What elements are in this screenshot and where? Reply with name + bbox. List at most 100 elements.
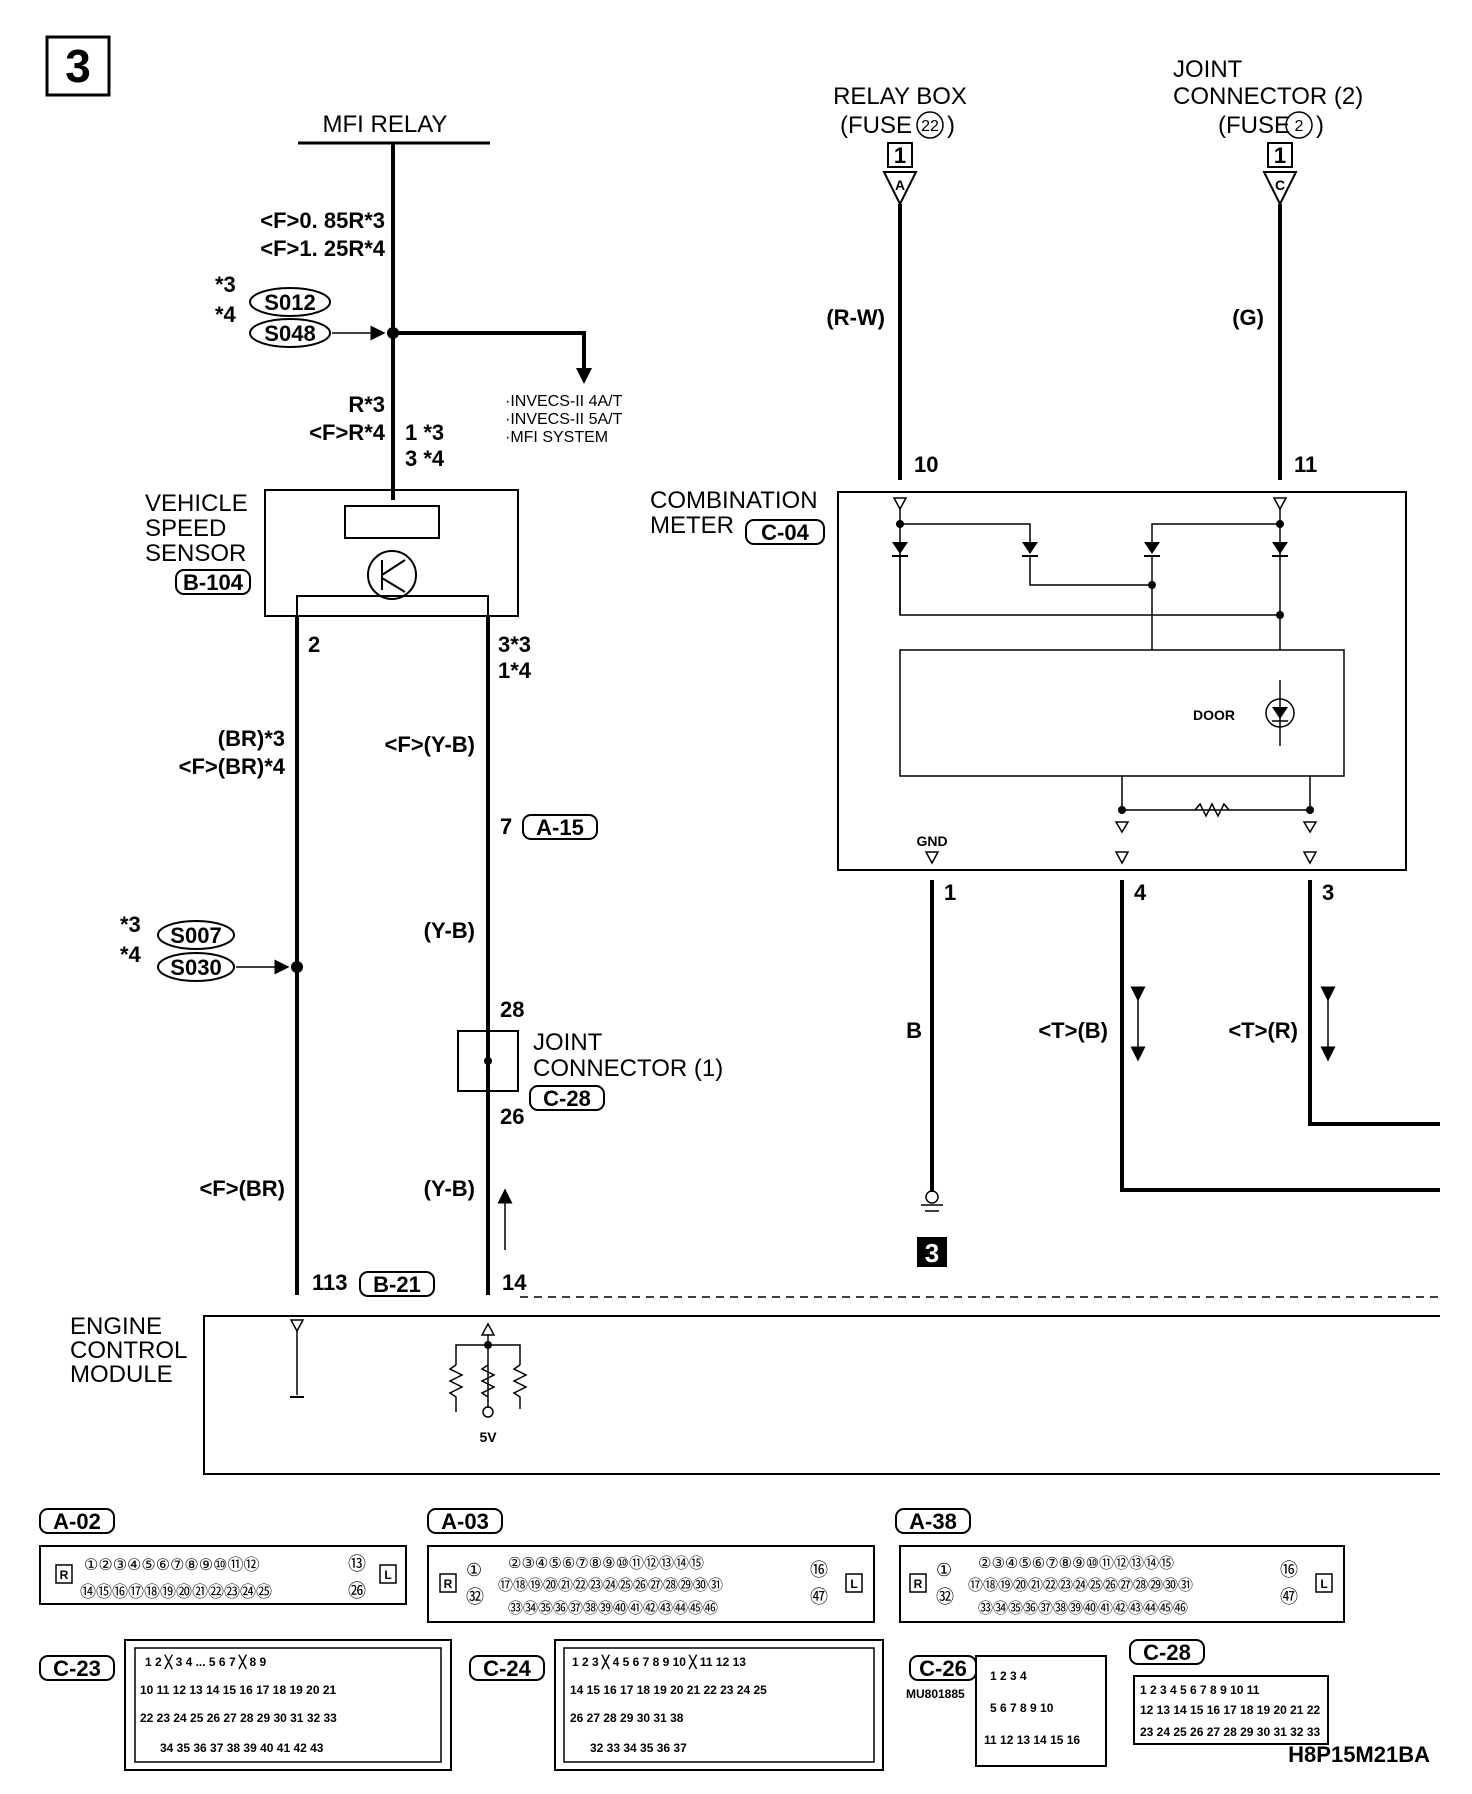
meter-pin-3: 3 xyxy=(1322,880,1334,905)
svg-text:22 23 24 25 26 27 28 29 30 31: 22 23 24 25 26 27 28 29 30 31 32 33 xyxy=(140,1711,337,1725)
ecm-connector: B-21 xyxy=(373,1272,421,1297)
meter-wire-3: <T>(R) xyxy=(1228,1018,1298,1043)
door-label: DOOR xyxy=(1193,707,1235,723)
svg-text:A-02: A-02 xyxy=(53,1509,101,1534)
splice-s048 xyxy=(249,318,331,348)
svg-text:⑰⑱⑲⑳㉑㉒㉓㉔㉕㉖㉗㉘㉙㉚㉛: ⑰⑱⑲⑳㉑㉒㉓㉔㉕㉖㉗㉘㉙㉚㉛ xyxy=(968,1577,1193,1594)
svg-text:②③④⑤⑥⑦⑧⑨⑩⑪⑫⑬⑭⑮: ②③④⑤⑥⑦⑧⑨⑩⑪⑫⑬⑭⑮ xyxy=(508,1555,704,1572)
ecm-line3: MODULE xyxy=(70,1361,173,1388)
connector-c23: C-23 1 2 ╳ 3 4 ... 5 6 7 ╳ 8 9 10 11 12 … xyxy=(39,1639,452,1771)
relay-box-line2-end: ) xyxy=(947,112,955,139)
svg-text:C-23: C-23 xyxy=(53,1656,101,1681)
svg-text:A-03: A-03 xyxy=(441,1509,489,1534)
svg-text:㊼: ㊼ xyxy=(1280,1587,1298,1607)
gnd-label: GND xyxy=(916,833,947,849)
relay-box-pin: 10 xyxy=(914,452,938,477)
vss-pin-left: 2 xyxy=(308,632,320,657)
svg-text:⑰⑱⑲⑳㉑㉒㉓㉔㉕㉖㉗㉘㉙㉚㉛: ⑰⑱⑲⑳㉑㉒㉓㉔㉕㉖㉗㉘㉙㉚㉛ xyxy=(498,1577,723,1594)
svg-text:㉜: ㉜ xyxy=(936,1587,954,1607)
vss-line2: SPEED xyxy=(145,515,226,542)
svg-text:①: ① xyxy=(466,1560,482,1580)
svg-text:32 33 34 35 36 37: 32 33 34 35 36 37 xyxy=(590,1741,687,1755)
mfi-wire-label-c: R*3 xyxy=(348,392,385,417)
jc1-line2: CONNECTOR (1) xyxy=(533,1055,723,1082)
svg-text:②③④⑤⑥⑦⑧⑨⑩⑪⑫⑬⑭⑮: ②③④⑤⑥⑦⑧⑨⑩⑪⑫⑬⑭⑮ xyxy=(978,1555,1174,1572)
svg-text:L: L xyxy=(850,1577,857,1591)
relay-box-letter: A xyxy=(895,177,905,193)
svg-text:①②③④⑤⑥⑦⑧⑨⑩⑪⑫: ①②③④⑤⑥⑦⑧⑨⑩⑪⑫ xyxy=(84,1556,259,1574)
relay-box-wire: (R-W) xyxy=(826,305,885,330)
connector-a38: A-38 R ① ㉜ ②③④⑤⑥⑦⑧⑨⑩⑪⑫⑬⑭⑮ ⑰⑱⑲⑳㉑㉒㉓㉔㉕㉖㉗㉘㉙㉚… xyxy=(895,1508,1345,1623)
svg-text:㉜: ㉜ xyxy=(466,1587,484,1607)
ecm-wire-right: (Y-B) xyxy=(424,1176,475,1201)
splice-note-s012: *3 xyxy=(215,272,236,297)
svg-text:12 13 14 15 16 17 18 19 20 21: 12 13 14 15 16 17 18 19 20 21 22 xyxy=(1140,1703,1320,1717)
vss-line3: SENSOR xyxy=(145,540,246,567)
connector-a03: A-03 R ① ㉜ ②③④⑤⑥⑦⑧⑨⑩⑪⑫⑬⑭⑮ ⑰⑱⑲⑳㉑㉒㉓㉔㉕㉖㉗㉘㉙㉚… xyxy=(427,1508,875,1623)
relay-box-fuse-num: 22 xyxy=(921,118,939,135)
inline-pin-7: 7 xyxy=(500,814,512,839)
svg-text:5 6 7 8 9 10: 5 6 7 8 9 10 xyxy=(990,1701,1054,1715)
jc1-connector: C-28 xyxy=(543,1086,591,1111)
ecm-pin-left: 113 xyxy=(312,1270,348,1295)
svg-text:R: R xyxy=(60,1568,69,1582)
ground-ref-box xyxy=(917,1237,947,1267)
svg-text:26 27 28 29 30 31 38: 26 27 28 29 30 31 38 xyxy=(570,1711,684,1725)
meter-line1: COMBINATION xyxy=(650,487,818,514)
figure-code: H8P15M21BA xyxy=(1288,1742,1430,1767)
jc1-pin-bottom: 26 xyxy=(500,1104,524,1129)
jc2-num: 1 xyxy=(1274,143,1286,168)
svg-text:⑯: ⑯ xyxy=(1280,1560,1298,1580)
svg-text:㉝㉞㉟㊱㊲㊳㊴㊵㊶㊷㊸㊹㊺㊻: ㉝㉞㉟㊱㊲㊳㊴㊵㊶㊷㊸㊹㊺㊻ xyxy=(978,1600,1188,1617)
page-number: 3 xyxy=(65,40,91,92)
svg-text:MU801885: MU801885 xyxy=(906,1687,965,1701)
vss-connector: B-104 xyxy=(183,570,244,595)
jc2-fuse-num: 2 xyxy=(1295,118,1304,135)
meter-wire-4: <T>(B) xyxy=(1038,1018,1108,1043)
mfi-wire-label-d: <F>R*4 xyxy=(309,420,386,445)
vss-line1: VEHICLE xyxy=(145,490,248,517)
svg-text:11 12 13 14 15 16: 11 12 13 14 15 16 xyxy=(984,1733,1080,1747)
connector-c26: C-26 MU801885 1 2 3 4 5 6 7 8 9 10 11 12… xyxy=(906,1655,1107,1767)
jc1-pin-top: 28 xyxy=(500,997,524,1022)
svg-text:⑭⑮⑯⑰⑱⑲⑳㉑㉒㉓㉔㉕: ⑭⑮⑯⑰⑱⑲⑳㉑㉒㉓㉔㉕ xyxy=(80,1583,272,1601)
splice-s048-label: S048 xyxy=(264,321,315,346)
splice-s007-label: S007 xyxy=(170,923,221,948)
svg-text:10 11 12 13 14 15 16 17 18 19: 10 11 12 13 14 15 16 17 18 19 20 21 xyxy=(140,1683,337,1697)
ecm-line1: ENGINE xyxy=(70,1313,162,1340)
svg-text:A-38: A-38 xyxy=(909,1509,957,1534)
svg-text:L: L xyxy=(1320,1577,1327,1591)
splice-note-s030: *4 xyxy=(120,942,142,967)
vss-pin-a: 1 *3 xyxy=(405,420,444,445)
page-number-box xyxy=(45,35,111,97)
svg-text:1 2 3 4 5 6 7 8 9 10 11: 1 2 3 4 5 6 7 8 9 10 11 xyxy=(1140,1683,1260,1697)
svg-text:C-28: C-28 xyxy=(1143,1640,1191,1665)
jc2-line1: JOINT xyxy=(1173,56,1243,83)
ground-ref: 3 xyxy=(925,1238,939,1268)
meter-wire-gnd: B xyxy=(906,1018,922,1043)
ecm-box xyxy=(203,1315,1440,1475)
svg-text:㉝㉞㉟㊱㊲㊳㊴㊵㊶㊷㊸㊹㊺㊻: ㉝㉞㉟㊱㊲㊳㊴㊵㊶㊷㊸㊹㊺㊻ xyxy=(508,1600,718,1617)
svg-text:①: ① xyxy=(936,1560,952,1580)
vss-pin-right-a: 3*3 xyxy=(498,632,531,657)
relay-box-line2: (FUSE xyxy=(840,112,912,139)
transistor-icon xyxy=(367,550,417,600)
splice-s030 xyxy=(157,952,235,982)
jc2-line2: CONNECTOR (2) xyxy=(1173,83,1363,110)
branch-invecs-4at: ·INVECS-II 4A/T xyxy=(505,393,623,410)
mfi-wire-label-a: <F>0. 85R*3 xyxy=(260,208,385,233)
svg-text:C-26: C-26 xyxy=(919,1656,967,1681)
svg-text:⑬: ⑬ xyxy=(348,1554,366,1574)
splice-note-s048: *4 xyxy=(215,302,237,327)
meter-box xyxy=(837,491,1407,871)
ecm-pin-right: 14 xyxy=(502,1270,527,1295)
splice-s030-label: S030 xyxy=(170,955,221,980)
vss-wire-left-a: (BR)*3 xyxy=(218,726,285,751)
splice-note-s007: *3 xyxy=(120,912,141,937)
ecm-wire-left: <F>(BR) xyxy=(199,1176,285,1201)
svg-text:14 15 16 17 18 19 20 21 22 23: 14 15 16 17 18 19 20 21 22 23 24 25 xyxy=(570,1683,767,1697)
mfi-wire-label-b: <F>1. 25R*4 xyxy=(260,236,386,261)
svg-text:L: L xyxy=(384,1568,391,1582)
connector-c28: C-28 1 2 3 4 5 6 7 8 9 10 11 12 13 14 15… xyxy=(1129,1639,1329,1745)
